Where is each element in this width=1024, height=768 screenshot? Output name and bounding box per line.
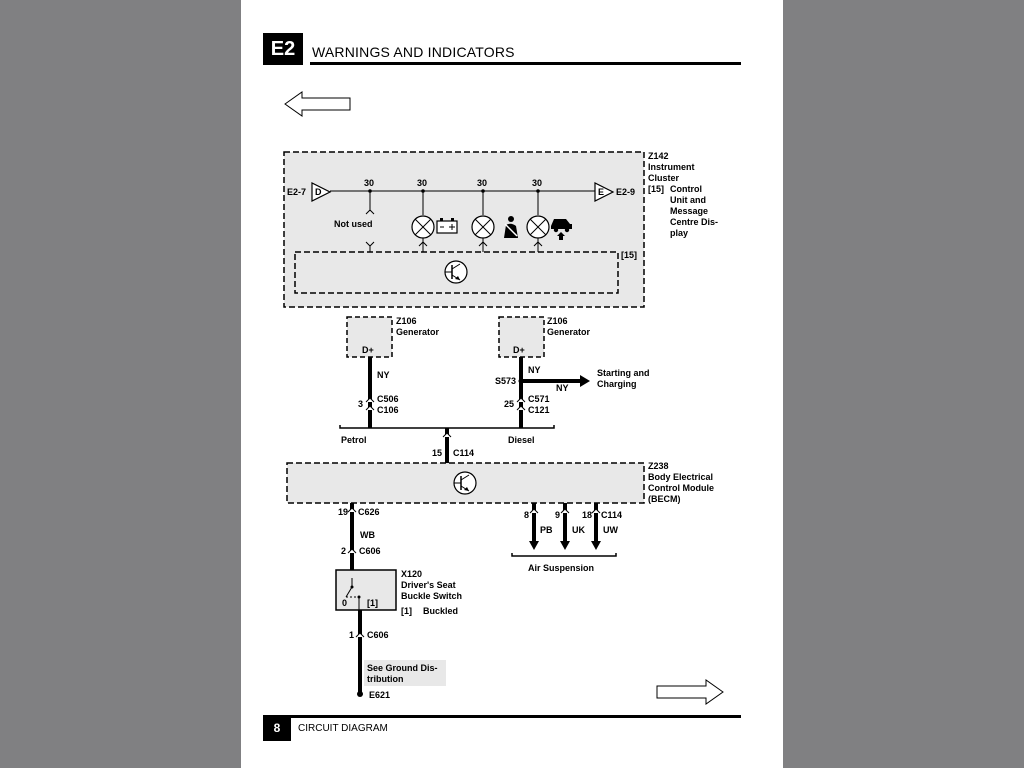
- inner-ref: [15]: [621, 250, 637, 260]
- gen-id: Z106: [396, 316, 417, 326]
- pin-number: 15: [432, 448, 442, 458]
- wire-color: UW: [603, 525, 618, 535]
- dest-label: Charging: [597, 379, 637, 389]
- seatbelt-icon: [504, 216, 518, 238]
- charge-warning-lamp-icon: [411, 189, 435, 252]
- pin-number: 8: [524, 510, 529, 520]
- connector-e-icon: [594, 182, 615, 202]
- air-suspension-label: Air Suspension: [528, 563, 594, 573]
- cluster-sub-ref: [15]: [648, 184, 664, 194]
- page-title: WARNINGS AND INDICATORS: [312, 44, 515, 60]
- vehicle-height-icon: [551, 219, 572, 240]
- generator-diesel-box: [498, 316, 545, 358]
- transistor-icon: [444, 260, 468, 284]
- cluster-name: Instrument: [648, 162, 695, 172]
- e-label: E: [598, 187, 604, 197]
- branch-label: Petrol: [341, 435, 367, 445]
- connector-ref: C506: [377, 394, 399, 404]
- suspension-warning-lamp-icon: [526, 189, 550, 252]
- generator-petrol-box: [346, 316, 393, 358]
- connector-d-icon: [311, 182, 332, 202]
- wire-color: WB: [360, 530, 375, 540]
- prev-page-arrow-icon[interactable]: [284, 91, 351, 117]
- connector-ref: C606: [367, 630, 389, 640]
- right-ref: E2-9: [616, 187, 635, 197]
- battery-icon: [436, 218, 458, 234]
- cluster-sub: Message: [670, 206, 708, 216]
- connector-ref: C571: [528, 394, 550, 404]
- cluster-sub: Control: [670, 184, 702, 194]
- branch-label: Diesel: [508, 435, 535, 445]
- ground-ref-box: [364, 660, 446, 686]
- cluster-sub: play: [670, 228, 688, 238]
- cluster-sub: Centre Dis-: [670, 217, 718, 227]
- gen-id: Z106: [547, 316, 568, 326]
- pin-label: 30: [477, 178, 487, 188]
- buckle-switch-box: [335, 569, 397, 611]
- pin-label: 30: [532, 178, 542, 188]
- footer-rule: [291, 715, 741, 718]
- pin-number: 19: [338, 507, 348, 517]
- ground-label: tribution: [367, 674, 404, 684]
- gen-pin: D+: [362, 345, 374, 355]
- ground-label: See Ground Dis-: [367, 663, 438, 673]
- transistor-icon: [453, 471, 477, 495]
- pin-number: 9: [555, 510, 560, 520]
- pin-number: 1: [349, 630, 354, 640]
- wire-color: NY: [377, 370, 390, 380]
- switch-state: 0: [342, 598, 347, 608]
- ground-point-icon: [357, 691, 363, 697]
- gen-name: Generator: [396, 327, 440, 337]
- manual-page: [241, 0, 783, 768]
- pin-number: 2: [341, 546, 346, 556]
- pin-number: 25: [504, 399, 514, 409]
- page-number-badge: 8: [263, 715, 291, 741]
- d-label: D: [315, 187, 322, 197]
- connector-ref: C114: [453, 448, 474, 458]
- seat-id: X120: [401, 569, 422, 579]
- ground-ref: E621: [369, 690, 390, 700]
- state-ref: [1]: [401, 606, 412, 616]
- not-used-label: Not used: [334, 219, 373, 229]
- pin-label: 30: [364, 178, 374, 188]
- left-ref: E2-7: [287, 187, 306, 197]
- connector-ref: C114: [601, 510, 622, 520]
- connector-ref: C121: [528, 405, 550, 415]
- dest-label: Starting and: [597, 368, 650, 378]
- pin-number: 18: [582, 510, 592, 520]
- becm-name: Control Module: [648, 483, 714, 493]
- cluster-sub: Unit and: [670, 195, 706, 205]
- connector-ref: C606: [359, 546, 381, 556]
- splice-ref: S573: [495, 376, 516, 386]
- cluster-id: Z142: [648, 151, 669, 161]
- becm-id: Z238: [648, 461, 669, 471]
- connector-ref: C626: [358, 507, 380, 517]
- seatbelt-warning-lamp-icon: [471, 189, 495, 252]
- wire-color: PB: [540, 525, 553, 535]
- gen-pin: D+: [513, 345, 525, 355]
- wire-color: NY: [528, 365, 541, 375]
- becm-name: (BECM): [648, 494, 681, 504]
- control-unit-box: [294, 251, 619, 294]
- switch-icon: [345, 578, 361, 612]
- header-rule: [310, 62, 741, 65]
- pin-label: 30: [417, 178, 427, 188]
- cluster-name: Cluster: [648, 173, 680, 183]
- section-code-badge: E2: [263, 33, 303, 65]
- connector-ref: C106: [377, 405, 399, 415]
- state-label: Buckled: [423, 606, 458, 616]
- becm-name: Body Electrical: [648, 472, 713, 482]
- footer-title: CIRCUIT DIAGRAM: [298, 723, 388, 734]
- switch-state: [1]: [367, 598, 378, 608]
- seat-name: Driver's Seat: [401, 580, 456, 590]
- wire-color: NY: [556, 383, 569, 393]
- pin-number: 3: [358, 399, 363, 409]
- wire-color: UK: [572, 525, 585, 535]
- gen-name: Generator: [547, 327, 591, 337]
- seat-name: Buckle Switch: [401, 591, 462, 601]
- next-page-arrow-icon[interactable]: [656, 679, 724, 705]
